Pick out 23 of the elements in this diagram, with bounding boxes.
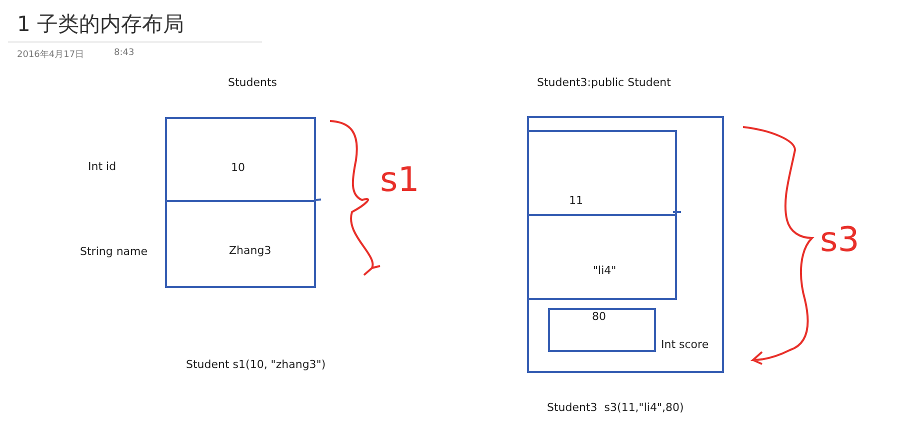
- memory-cell: [527, 214, 677, 300]
- memory-cell: [548, 308, 656, 352]
- memory-cell: [165, 200, 316, 288]
- field-value: "li4": [593, 264, 616, 277]
- field-name: String name: [80, 245, 148, 258]
- field-value: Zhang3: [229, 244, 272, 257]
- field-value: 10: [231, 161, 245, 174]
- handwritten-annotation: s3: [820, 220, 860, 260]
- time-text: 8:43: [114, 48, 134, 58]
- field-name: Int id: [88, 160, 116, 173]
- code-text: Student3 s3(11,"li4",80): [547, 401, 684, 414]
- class-name: Student3:public Student: [537, 76, 671, 89]
- memory-cell: [527, 130, 677, 216]
- memory-box: [527, 116, 724, 373]
- field-value: 80: [592, 310, 606, 323]
- field-value: 11: [569, 194, 583, 207]
- code-text: Student s1(10, "zhang3"): [186, 358, 326, 371]
- page-title: 1 子类的内存布局: [17, 11, 184, 38]
- handwritten-annotation: s1: [380, 160, 420, 200]
- memory-cell: [165, 117, 316, 202]
- class-name: Students: [228, 76, 278, 89]
- field-name: Int score: [661, 338, 709, 351]
- date-text: 2016年4月17日: [17, 48, 84, 61]
